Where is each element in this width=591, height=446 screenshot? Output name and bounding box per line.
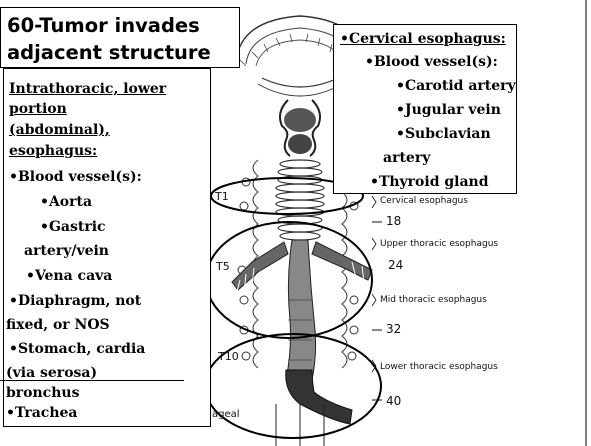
larynx-illustration [280, 100, 320, 156]
item-stomach-cardia: •Stomach, cardia [9, 339, 145, 360]
region-label-upper-thoracic: Upper thoracic esophagus [380, 239, 498, 249]
item-trachea: •Trachea [6, 403, 77, 424]
item-jugular-vein: •Jugular vein [396, 100, 501, 121]
item-subclavian: •Subclavian [396, 124, 491, 145]
item-blood-vessels: •Blood vessel(s): [9, 167, 142, 188]
item-diaphragm-cont: fixed, or NOS [6, 315, 110, 336]
vertebra-label-t10: T10 [218, 350, 239, 363]
item-carotid-artery: •Carotid artery [396, 76, 516, 97]
region-label-mid-thoracic: Mid thoracic esophagus [380, 295, 487, 305]
distance-mark-40: 40 [386, 394, 401, 408]
separator-line [0, 380, 184, 381]
distance-mark-24: 24 [388, 258, 403, 272]
title-box: 60-Tumor invades adjacent structure [0, 7, 240, 68]
region-label-cervical: Cervical esophagus [380, 196, 468, 206]
lower-esophagus-heading-line-3: (abdominal), [9, 120, 110, 141]
trachea-illustration [276, 160, 324, 240]
region-label-lower-thoracic: Lower thoracic esophagus [380, 362, 498, 372]
item-thyroid-gland: •Thyroid gland [370, 172, 489, 193]
item-gastric-artery-vein: artery/vein [24, 241, 109, 262]
item-aorta: •Aorta [40, 192, 92, 213]
lower-esophagus-structures-box: Intrathoracic, lower portion (abdominal)… [3, 68, 211, 427]
item-blood-vessels-cervical: •Blood vessel(s): [365, 52, 498, 73]
partial-esophageal-label: ageal [212, 409, 240, 420]
item-gastric: •Gastric [40, 217, 106, 238]
vertebra-label-t1: T1 [215, 190, 229, 203]
distance-mark-18: 18 [386, 214, 401, 228]
lower-esophagus-heading-line-4: esophagus: [9, 141, 97, 162]
cervical-esophagus-structures-box: •Cervical esophagus: •Blood vessel(s): •… [333, 24, 517, 194]
item-subclavian-artery: artery [383, 148, 430, 169]
title-line-2: adjacent structure [7, 39, 211, 66]
lower-esophagus-heading-line-1: Intrathoracic, lower [9, 79, 166, 100]
vertebra-label-t5: T5 [216, 260, 230, 273]
cervical-esophagus-heading: •Cervical esophagus: [340, 29, 506, 50]
item-bronchus: bronchus [6, 383, 79, 404]
item-diaphragm: •Diaphragm, not [9, 291, 141, 312]
title-line-1: 60-Tumor invades [7, 12, 200, 39]
lower-esophagus-heading-line-2: portion [9, 99, 67, 120]
item-vena-cava: •Vena cava [26, 266, 112, 287]
distance-mark-32: 32 [386, 322, 401, 336]
